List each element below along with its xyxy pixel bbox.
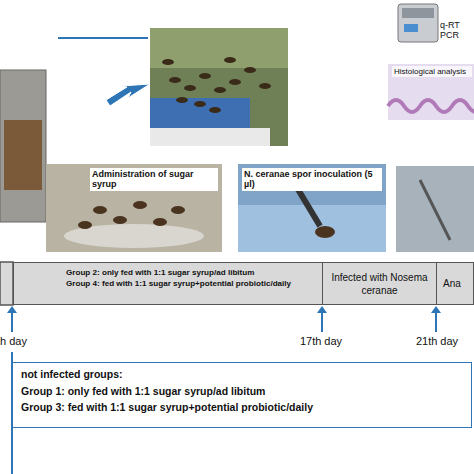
histology-image — [388, 64, 474, 120]
photo-caption: Histological analysis — [392, 66, 472, 77]
hive-photo — [0, 70, 46, 222]
day-arrows — [7, 306, 441, 332]
photo-caption: q-RT PCR — [440, 20, 472, 41]
node-text: Infected with Nosema ceranae — [329, 271, 430, 297]
timeline-segment: Infected with Nosema ceranae — [322, 262, 437, 305]
node-text: Group 2: only fed with 1:1 sugar syrup/a… — [66, 268, 316, 279]
node-text: not infected groups: — [21, 368, 463, 382]
node-text: Group 1: only fed with 1:1 sugar syrup/a… — [21, 385, 463, 399]
timeline-band — [0, 262, 13, 305]
timeline-segment: Group 2: only fed with 1:1 sugar syrup/a… — [13, 262, 323, 305]
arrow-shape — [106, 84, 150, 106]
dissection-photo — [396, 166, 474, 252]
pcr-machine-icon — [398, 4, 438, 42]
node-text: Ana — [443, 277, 469, 290]
timeline-segment: Ana — [436, 262, 474, 305]
day-label: h day — [0, 335, 40, 348]
syrup-photo — [46, 164, 222, 252]
hive-entrance-photo — [150, 28, 288, 146]
inoculation-photo — [238, 164, 386, 252]
hive-box — [4, 120, 42, 190]
node-text: Group 4: fed with 1:1 sugar syrup+potent… — [66, 279, 316, 290]
node-text: Group 3: fed with 1:1 sugar syrup+potent… — [21, 401, 463, 415]
photo-caption: Administration of sugar syrup — [90, 168, 218, 191]
group-box: not infected groups: Group 1: only fed wi… — [12, 362, 472, 428]
day-label: 21th day — [406, 335, 468, 348]
bracket-line — [58, 37, 148, 39]
photo-caption: N. ceranae spor inoculation (5 µl) — [242, 168, 382, 191]
day-label: 17th day — [286, 335, 356, 348]
